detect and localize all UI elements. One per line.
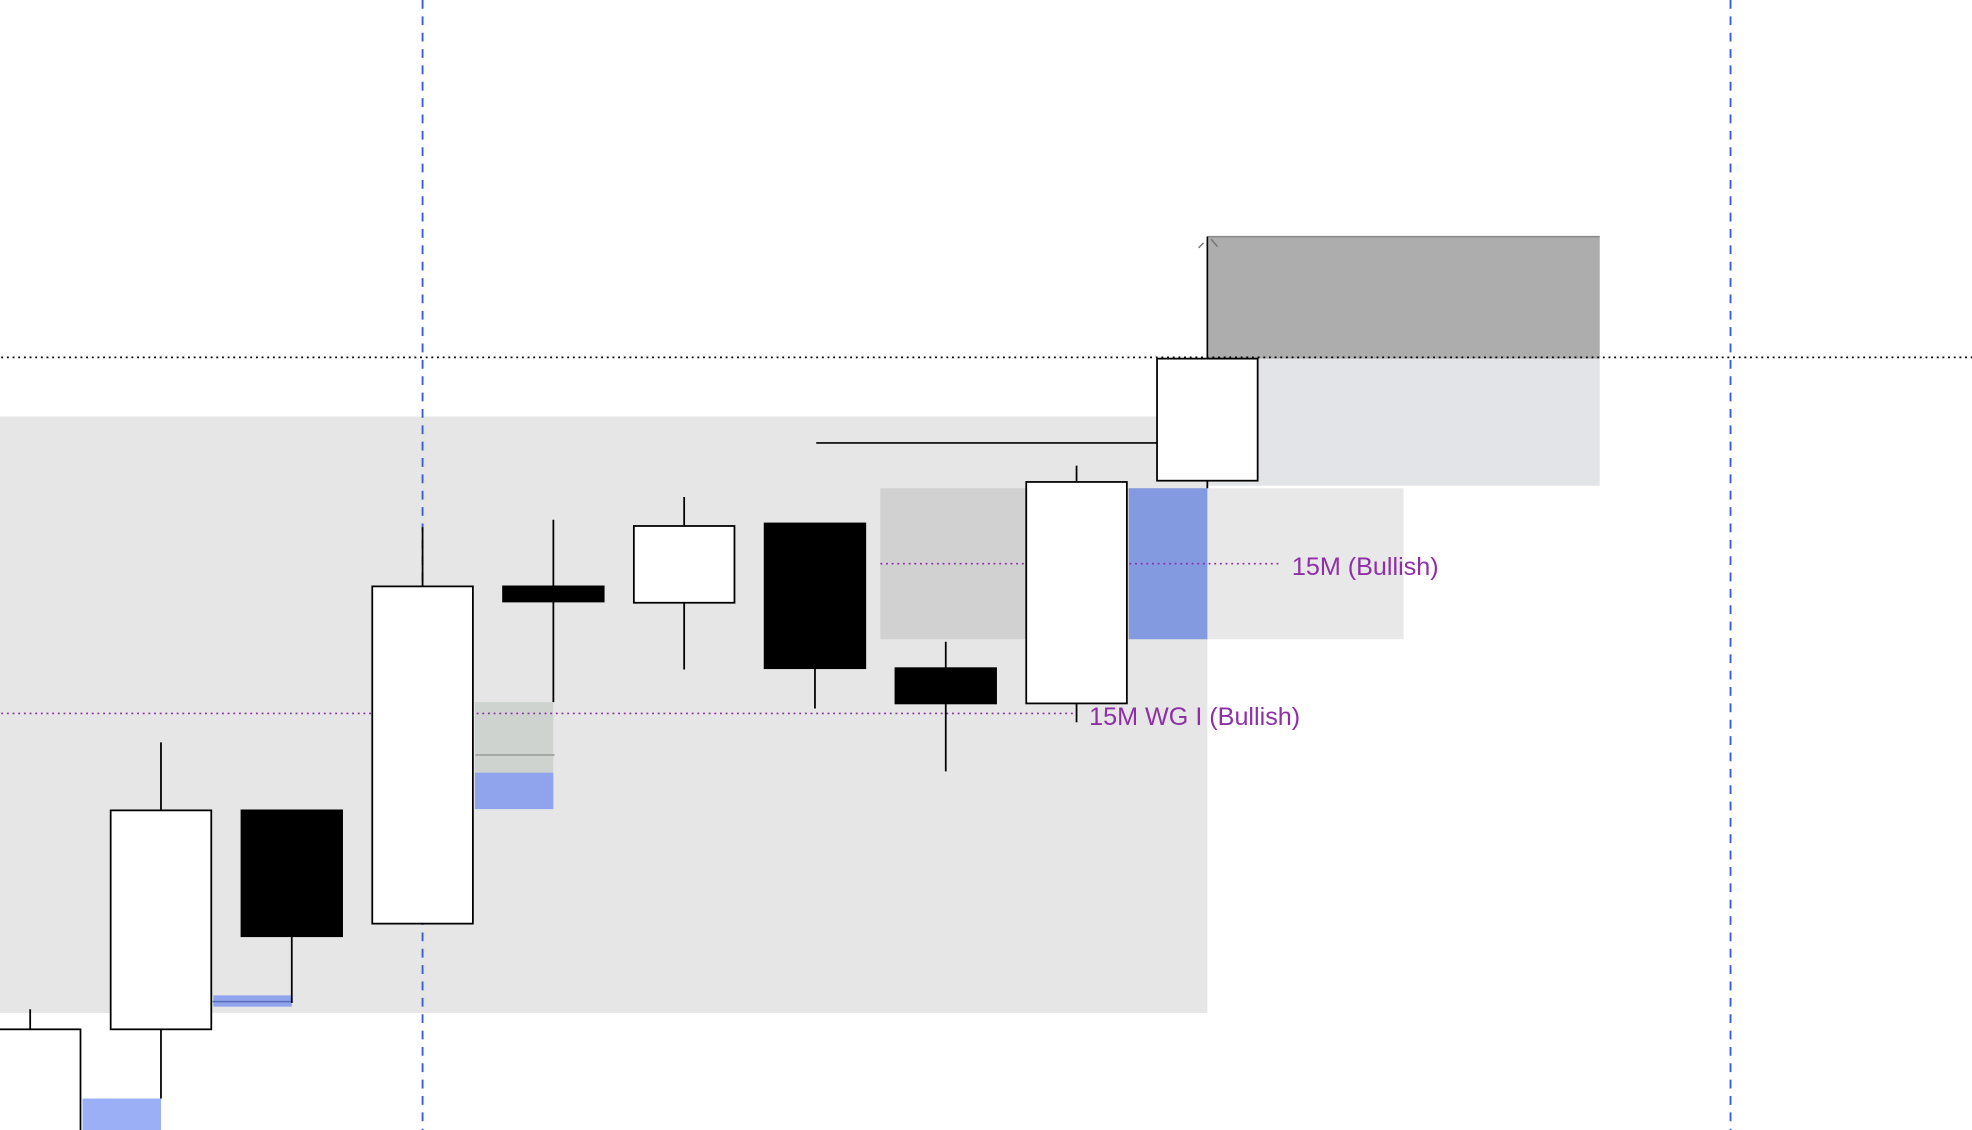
- gap-gray: [474, 702, 554, 773]
- gap-blue-2: [1128, 488, 1208, 640]
- candle-body-bullish: [632, 525, 736, 604]
- candles-layer: [0, 357, 1259, 1130]
- gap-blue-4: [82, 1098, 161, 1130]
- upper-dark-zone: [1207, 236, 1600, 359]
- caret-marker-icon: [1198, 238, 1218, 249]
- gap-blue-1: [474, 772, 554, 810]
- candle-body-bullish: [0, 1028, 82, 1130]
- candle-body-bullish: [1156, 357, 1259, 482]
- zones-layer: [0, 235, 1600, 1130]
- candle-body-bearish: [502, 585, 605, 603]
- candle-body-bearish: [240, 809, 343, 938]
- 15m-bullish-level-label: 15M (Bullish): [1292, 553, 1439, 581]
- candle-body-bearish: [763, 522, 867, 670]
- wg-bullish-level-label: 15M WG I (Bullish): [1089, 703, 1300, 731]
- upper-light-zone: [1207, 358, 1600, 486]
- candle-body-bullish: [1025, 481, 1128, 705]
- candle-body-bullish: [371, 585, 474, 925]
- candle-body-bearish: [894, 667, 997, 705]
- candle-body-bullish: [109, 809, 213, 1031]
